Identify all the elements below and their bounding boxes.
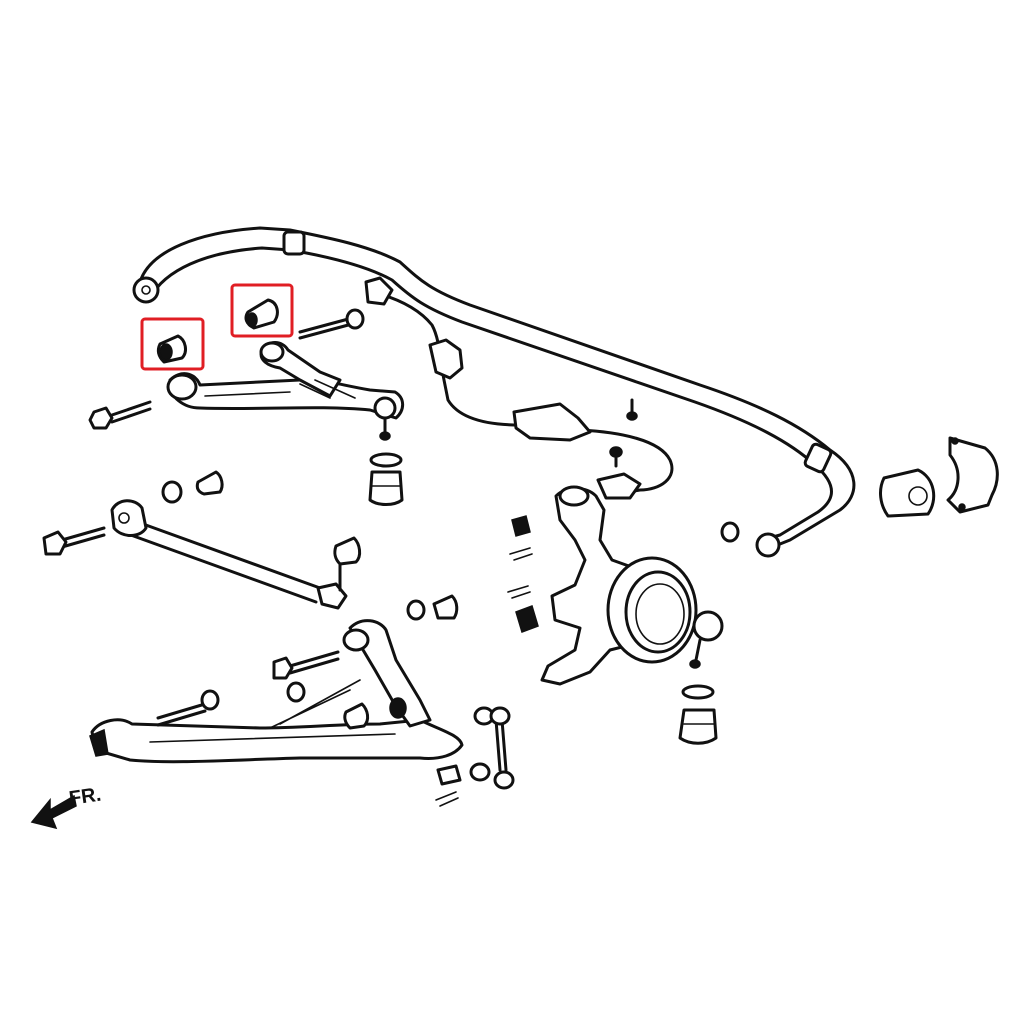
stabilizer-bar xyxy=(132,226,856,558)
highlight-box-front xyxy=(140,317,205,371)
lower-arm-front-bolt xyxy=(156,689,220,727)
lower-ball-joint xyxy=(689,610,724,669)
front-direction-indicator: FR. xyxy=(30,784,103,830)
stabilizer-bracket xyxy=(946,436,999,514)
abs-sensor-harness xyxy=(364,276,674,500)
lower-arm-bushings xyxy=(286,681,370,730)
knuckle-bushings xyxy=(507,515,740,633)
stabilizer-bushing xyxy=(879,468,936,518)
upper-arm-front-bushing xyxy=(140,317,205,371)
lower-ball-joint-boot xyxy=(678,684,718,745)
highlight-box-rear xyxy=(230,283,294,338)
stabilizer-end-link xyxy=(469,706,515,790)
upper-arm-front-bolt xyxy=(88,400,152,430)
lower-arm-bolt xyxy=(272,650,340,680)
upper-control-arm xyxy=(166,341,405,441)
upper-arm-bolt xyxy=(298,308,365,340)
direction-label: FR. xyxy=(68,784,103,810)
compensator-arm-bolt xyxy=(42,526,106,556)
end-link-nut xyxy=(435,764,462,807)
lower-control-arm xyxy=(89,619,464,764)
upper-ball-joint-boot xyxy=(368,452,404,506)
front-direction-arrow-icon xyxy=(30,794,77,830)
compensator-arm xyxy=(110,499,348,610)
harness-clips xyxy=(609,398,638,468)
steering-knuckle xyxy=(540,485,698,686)
center-bushing-pair xyxy=(406,594,459,621)
upper-arm-rear-bushing xyxy=(230,283,294,338)
compensator-bushing xyxy=(333,536,362,566)
link-bushing-pair xyxy=(161,470,224,504)
